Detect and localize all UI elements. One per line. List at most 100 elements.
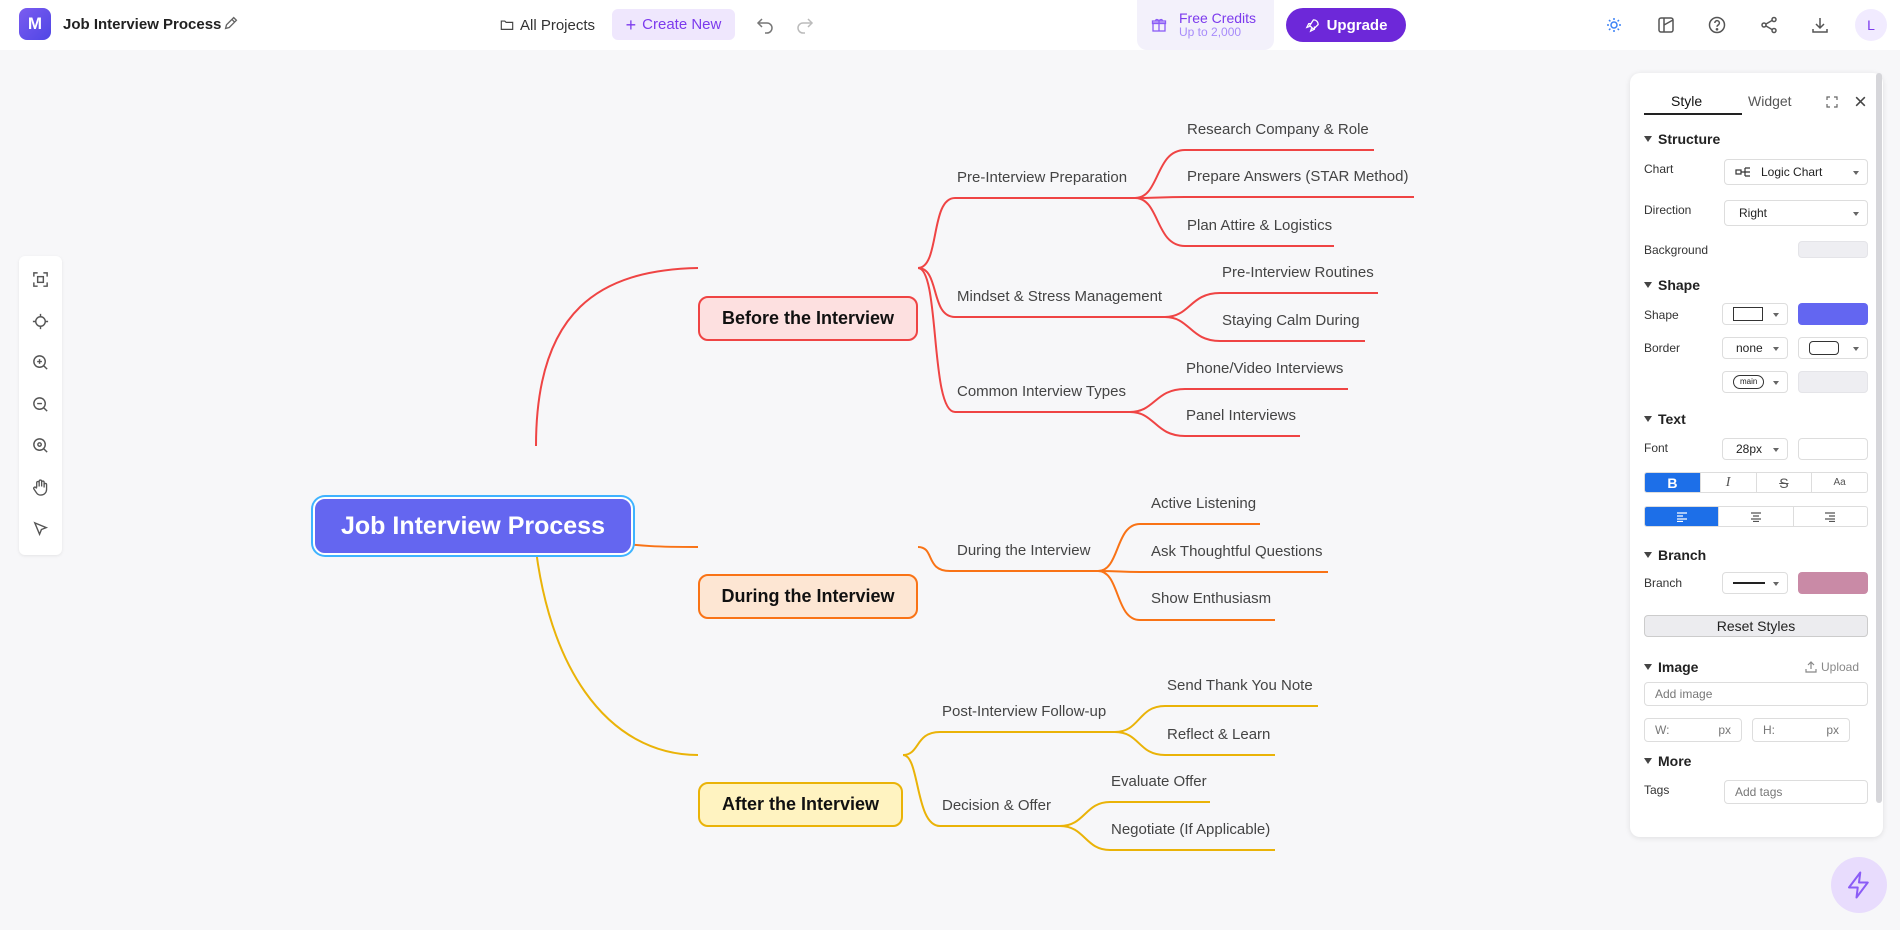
main-tag: main [1733, 375, 1765, 389]
pencil-icon[interactable] [222, 14, 240, 32]
zoom-out-icon[interactable] [31, 395, 50, 414]
tag-color-swatch[interactable] [1798, 371, 1868, 393]
theme-icon[interactable] [1604, 15, 1624, 35]
branch-during-interview[interactable]: During the Interview [698, 574, 918, 619]
text-case-button[interactable]: Aa [1833, 477, 1846, 488]
section-branch[interactable]: Branch [1644, 547, 1706, 563]
tab-widget[interactable]: Widget [1748, 93, 1792, 109]
reset-styles-button[interactable]: Reset Styles [1644, 615, 1868, 637]
zoom-in-icon[interactable] [31, 353, 50, 372]
tags-label: Tags [1644, 783, 1670, 797]
branch-line-select[interactable] [1722, 572, 1788, 594]
upgrade-button[interactable]: Upgrade [1286, 8, 1406, 42]
section-image[interactable]: Image [1644, 659, 1698, 675]
ai-assistant-button[interactable] [1831, 857, 1887, 913]
help-icon[interactable] [1707, 15, 1727, 35]
leaf-plan-attire[interactable]: Plan Attire & Logistics [1187, 217, 1333, 234]
italic-button[interactable]: I [1701, 473, 1757, 492]
branch-after-interview[interactable]: After the Interview [698, 782, 903, 827]
chart-type-select[interactable]: Logic Chart [1724, 159, 1868, 185]
leaf-panel-interviews[interactable]: Panel Interviews [1186, 407, 1297, 424]
leaf-evaluate-offer[interactable]: Evaluate Offer [1111, 773, 1207, 790]
leaf-reflect-learn[interactable]: Reflect & Learn [1167, 726, 1271, 743]
align-right-button[interactable] [1794, 507, 1867, 526]
download-icon[interactable] [1810, 15, 1830, 35]
section-text[interactable]: Text [1644, 411, 1686, 427]
leaf-staying-calm[interactable]: Staying Calm During [1222, 312, 1360, 329]
node-tag-select[interactable]: main [1722, 371, 1788, 393]
gift-icon [1151, 18, 1167, 32]
section-more[interactable]: More [1644, 753, 1691, 769]
border-style-value: none [1736, 341, 1763, 355]
bold-button[interactable]: B [1645, 473, 1701, 492]
layout-icon[interactable] [1656, 15, 1676, 35]
share-icon[interactable] [1759, 15, 1779, 35]
leaf-ask-questions[interactable]: Ask Thoughtful Questions [1151, 543, 1323, 560]
topic-during-interview[interactable]: During the Interview [957, 542, 1091, 559]
upgrade-label: Upgrade [1326, 16, 1388, 34]
topic-common-interview-types[interactable]: Common Interview Types [957, 383, 1126, 400]
align-center-button[interactable] [1719, 507, 1794, 526]
leaf-prepare-answers[interactable]: Prepare Answers (STAR Method) [1187, 168, 1409, 185]
chart-type-value: Logic Chart [1761, 165, 1823, 179]
close-icon[interactable] [1854, 95, 1867, 108]
strikethrough-button[interactable]: S [1757, 473, 1813, 492]
leaf-thank-you-note[interactable]: Send Thank You Note [1167, 677, 1313, 694]
locate-icon[interactable] [31, 312, 50, 331]
root-node[interactable]: Job Interview Process [313, 497, 633, 555]
height-label: H: [1763, 723, 1775, 737]
leaf-phone-video[interactable]: Phone/Video Interviews [1186, 360, 1344, 377]
branch-label: Branch [1644, 576, 1683, 590]
leaf-negotiate[interactable]: Negotiate (If Applicable) [1111, 821, 1271, 838]
branch-connectors [531, 149, 1414, 851]
undo-icon[interactable] [755, 14, 775, 34]
shape-color-swatch[interactable] [1798, 303, 1868, 325]
redo-icon[interactable] [795, 14, 815, 34]
font-size-select[interactable]: 28px [1722, 438, 1788, 460]
font-color-swatch[interactable] [1798, 438, 1868, 460]
free-credits-button[interactable]: Free Credits Up to 2,000 [1137, 0, 1274, 50]
font-label: Font [1644, 441, 1669, 455]
branch-before-interview[interactable]: Before the Interview [698, 296, 918, 341]
document-title[interactable]: Job Interview Process [63, 16, 222, 33]
zoom-reset-icon[interactable] [31, 436, 50, 455]
expand-icon[interactable] [1826, 96, 1838, 108]
all-projects-button[interactable]: All Projects [500, 13, 595, 37]
app-logo[interactable]: M [19, 8, 51, 40]
section-shape[interactable]: Shape [1644, 277, 1700, 293]
add-image-input[interactable]: Add image [1644, 682, 1868, 706]
leaf-active-listening[interactable]: Active Listening [1151, 495, 1257, 512]
background-color-swatch[interactable] [1798, 241, 1868, 258]
credits-title: Free Credits [1179, 10, 1257, 27]
hand-icon[interactable] [31, 478, 50, 497]
mindmap-canvas[interactable]: Job Interview Process Before the Intervi… [0, 50, 1900, 930]
tab-style[interactable]: Style [1671, 93, 1703, 109]
upload-button[interactable]: Upload [1805, 660, 1859, 674]
leaf-pre-interview-routines[interactable]: Pre-Interview Routines [1222, 264, 1374, 281]
section-branch-title: Branch [1658, 547, 1707, 563]
section-structure[interactable]: Structure [1644, 131, 1720, 147]
topic-mindset-stress[interactable]: Mindset & Stress Management [957, 288, 1163, 305]
topic-decision-offer[interactable]: Decision & Offer [942, 797, 1051, 814]
canvas-toolbar [19, 256, 62, 555]
border-style-select[interactable]: none [1722, 337, 1788, 359]
border-label: Border [1644, 341, 1681, 355]
branch-color-swatch[interactable] [1798, 572, 1868, 594]
panel-scrollbar[interactable] [1876, 73, 1882, 803]
shape-select[interactable] [1722, 303, 1788, 325]
tags-input[interactable]: Add tags [1724, 780, 1868, 804]
topic-post-interview-follow-up[interactable]: Post-Interview Follow-up [942, 703, 1107, 720]
border-shape-select[interactable] [1798, 337, 1868, 359]
image-height-input[interactable]: H:px [1752, 718, 1850, 742]
shape-label: Shape [1644, 308, 1679, 322]
direction-select[interactable]: Right [1724, 200, 1868, 226]
topic-pre-interview-preparation[interactable]: Pre-Interview Preparation [957, 169, 1128, 186]
leaf-show-enthusiasm[interactable]: Show Enthusiasm [1151, 590, 1272, 607]
pointer-icon[interactable] [31, 520, 50, 539]
leaf-research-company[interactable]: Research Company & Role [1187, 121, 1369, 138]
image-width-input[interactable]: W:px [1644, 718, 1742, 742]
user-avatar[interactable]: L [1855, 9, 1887, 41]
fit-view-icon[interactable] [31, 270, 50, 289]
create-new-button[interactable]: + Create New [612, 9, 735, 40]
align-left-button[interactable] [1645, 507, 1720, 526]
